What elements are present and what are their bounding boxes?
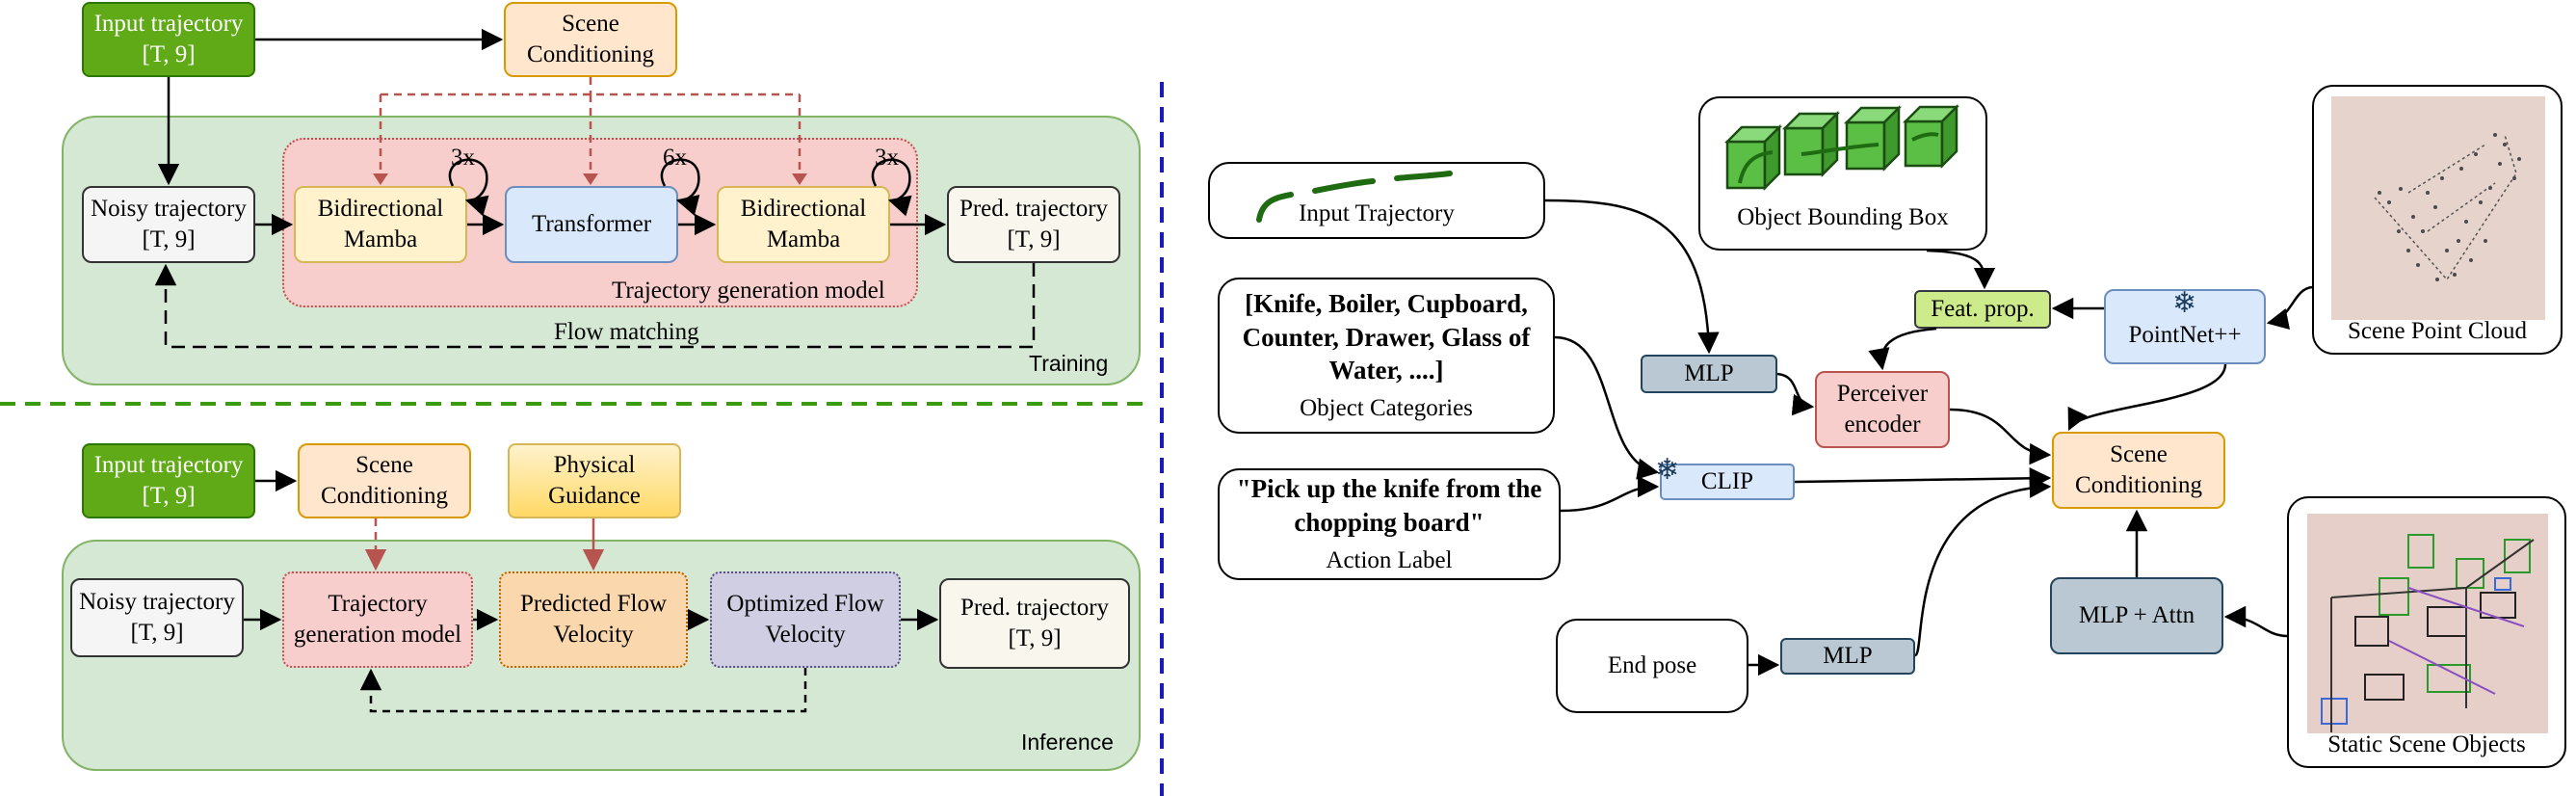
mlp-bottom-label: MLP	[1823, 643, 1873, 669]
mlp-attn-box[interactable]: MLP + Attn	[2050, 577, 2223, 654]
transformer-box[interactable]: Transformer	[505, 186, 678, 263]
training-label: Training	[1029, 351, 1109, 376]
mlp-top-label: MLP	[1684, 360, 1734, 386]
noisy-trajectory-box[interactable]: Noisy trajectory [T, 9]	[82, 186, 255, 263]
scene-conditioning-line1: Scene	[562, 11, 619, 37]
object-categories-caption: Object Categories	[1300, 394, 1473, 421]
pred-trajectory-box-inference[interactable]: Pred. trajectory [T, 9]	[939, 578, 1130, 669]
mamba-right-line2: Mamba	[766, 226, 841, 252]
noisy-trajectory-inference-line1: Noisy trajectory	[79, 589, 235, 615]
scene-conditioning-inference-line2: Conditioning	[321, 483, 448, 509]
optimized-flow-line2: Velocity	[765, 622, 846, 648]
inference-label: Inference	[1021, 730, 1114, 755]
feat-prop-label: Feat. prop.	[1931, 296, 2035, 322]
scene-conditioning-line2: Conditioning	[527, 41, 654, 67]
pred-trajectory-inference-line1: Pred. trajectory	[959, 595, 1110, 621]
static-scene-objects-caption: Static Scene Objects	[2327, 731, 2526, 757]
feat-prop-box[interactable]: Feat. prop.	[1914, 290, 2051, 329]
trajectory-generation-model-box[interactable]: Trajectory generation model	[282, 571, 473, 668]
transformer-repeat: 6x	[663, 145, 687, 171]
input-trajectory-input-box[interactable]: Input Trajectory	[1208, 162, 1545, 239]
object-bounding-box-box[interactable]: Object Bounding Box	[1698, 96, 1987, 251]
mamba-left-line1: Bidirectional	[317, 196, 444, 222]
scene-conditioning-box[interactable]: Scene Conditioning	[504, 2, 677, 77]
physical-guidance-box[interactable]: Physical Guidance	[508, 443, 681, 518]
object-categories-line3: Water, ....]	[1328, 356, 1444, 385]
scene-point-cloud-box[interactable]: Scene Point Cloud	[2312, 85, 2563, 355]
mamba-left-line2: Mamba	[343, 226, 418, 252]
input-trajectory-line1: Input trajectory	[93, 11, 244, 37]
traj-gen-line2: generation model	[293, 622, 462, 648]
traj-gen-line1: Trajectory	[328, 591, 428, 617]
input-trajectory-inference-line1: Input trajectory	[93, 452, 244, 478]
perceiver-line2: encoder	[1844, 411, 1921, 438]
flow-matching-label: Flow matching	[554, 319, 699, 345]
action-label-line1: "Pick up the knife from the	[1236, 474, 1542, 504]
predicted-flow-line2: Velocity	[553, 622, 634, 648]
bidirectional-mamba-left-box[interactable]: Bidirectional Mamba	[294, 186, 467, 263]
physical-guidance-line2: Guidance	[548, 483, 641, 509]
noisy-trajectory-inference-line2: [T, 9]	[130, 620, 184, 646]
physical-guidance-line1: Physical	[553, 452, 636, 478]
clip-box[interactable]: CLIP	[1660, 464, 1795, 500]
object-categories-box[interactable]: [Knife, Boiler, Cupboard, Counter, Drawe…	[1218, 278, 1555, 434]
noisy-trajectory-line1: Noisy trajectory	[91, 196, 247, 222]
snowflake-icon: ❄	[1655, 453, 1680, 487]
mlp-bottom-box[interactable]: MLP	[1780, 638, 1915, 675]
perceiver-line1: Perceiver	[1836, 381, 1929, 407]
predicted-flow-velocity-box[interactable]: Predicted Flow Velocity	[499, 571, 688, 668]
action-label-caption: Action Label	[1326, 546, 1453, 573]
input-trajectory-caption: Input Trajectory	[1299, 200, 1455, 226]
input-trajectory-inference-line2: [T, 9]	[142, 483, 196, 509]
scene-conditioning-output-box[interactable]: Scene Conditioning	[2052, 432, 2225, 509]
pred-trajectory-box[interactable]: Pred. trajectory [T, 9]	[947, 186, 1120, 263]
pred-trajectory-inference-line2: [T, 9]	[1008, 625, 1062, 651]
pred-trajectory-line2: [T, 9]	[1007, 226, 1061, 252]
clip-label: CLIP	[1700, 468, 1754, 494]
object-categories-line1: [Knife, Boiler, Cupboard,	[1245, 289, 1528, 319]
mamba-left-repeat: 3x	[451, 145, 475, 171]
pointnet-box[interactable]: PointNet++	[2104, 289, 2266, 364]
action-label-box[interactable]: "Pick up the knife from the chopping boa…	[1218, 468, 1561, 580]
pred-trajectory-line1: Pred. trajectory	[959, 196, 1109, 222]
scene-conditioning-output-line2: Conditioning	[2075, 472, 2202, 498]
snowflake-icon: ❄	[2172, 286, 2197, 320]
input-trajectory-box[interactable]: Input trajectory [T, 9]	[82, 2, 255, 77]
noisy-trajectory-box-inference[interactable]: Noisy trajectory [T, 9]	[70, 578, 244, 657]
scene-conditioning-box-inference[interactable]: Scene Conditioning	[298, 443, 471, 518]
trajectory-generation-label: Trajectory generation model	[612, 278, 885, 304]
optimized-flow-velocity-box[interactable]: Optimized Flow Velocity	[710, 571, 901, 668]
mlp-attn-label: MLP + Attn	[2078, 602, 2195, 628]
mlp-top-box[interactable]: MLP	[1641, 355, 1777, 393]
scene-point-cloud-caption: Scene Point Cloud	[2347, 318, 2528, 344]
action-label-line2: chopping board"	[1294, 508, 1485, 537]
input-trajectory-box-inference[interactable]: Input trajectory [T, 9]	[82, 443, 255, 518]
pointnet-label: PointNet++	[2128, 322, 2242, 348]
optimized-flow-line1: Optimized Flow	[726, 591, 884, 617]
static-scene-objects-box[interactable]: Static Scene Objects	[2287, 496, 2566, 768]
end-pose-label: End pose	[1607, 652, 1697, 678]
bidirectional-mamba-right-box[interactable]: Bidirectional Mamba	[717, 186, 890, 263]
object-bbox-caption: Object Bounding Box	[1737, 204, 1949, 230]
noisy-trajectory-line2: [T, 9]	[142, 226, 196, 252]
transformer-label: Transformer	[531, 211, 652, 237]
perceiver-encoder-box[interactable]: Perceiver encoder	[1815, 371, 1950, 448]
predicted-flow-line1: Predicted Flow	[519, 591, 668, 617]
end-pose-box[interactable]: End pose	[1556, 619, 1748, 713]
mamba-right-repeat: 3x	[875, 145, 899, 171]
scene-conditioning-output-line1: Scene	[2110, 441, 2168, 467]
scene-conditioning-inference-line1: Scene	[355, 452, 413, 478]
mamba-right-line1: Bidirectional	[740, 196, 867, 222]
object-categories-line2: Counter, Drawer, Glass of	[1242, 322, 1531, 352]
input-trajectory-line2: [T, 9]	[142, 41, 196, 67]
